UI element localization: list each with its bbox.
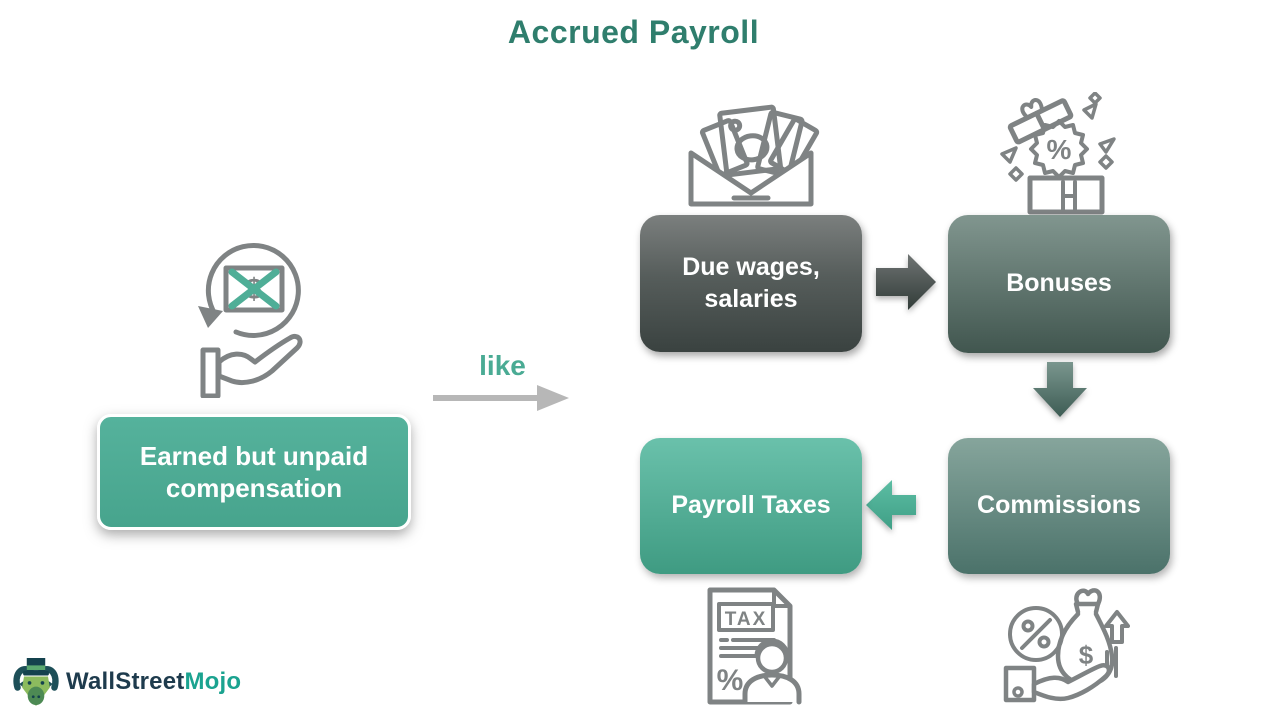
- percent-glyph: %: [1047, 134, 1072, 165]
- commissions-label: Commissions: [977, 491, 1141, 520]
- earned-unpaid-compensation-box: Earned but unpaid compensation: [97, 414, 411, 530]
- unpaid-money-hand-refresh-icon: $: [198, 243, 303, 398]
- gift-box-percent-icon: %: [1000, 92, 1116, 215]
- commissions-box: Commissions: [948, 438, 1170, 574]
- wallstreetmojo-logo: WallStreetMojo: [12, 654, 241, 710]
- payroll-taxes-box: Payroll Taxes: [640, 438, 862, 574]
- like-label: like: [479, 350, 526, 381]
- page-title: Accrued Payroll: [507, 14, 760, 50]
- moneybag-hand-growth-icon: $: [1003, 588, 1130, 703]
- percent-glyph: %: [717, 664, 744, 697]
- down-arrow-icon: [1033, 362, 1087, 417]
- bonuses-label: Bonuses: [1006, 269, 1112, 298]
- earned-unpaid-compensation-label: Earned but unpaid compensation: [139, 440, 369, 504]
- left-arrow-icon: [866, 480, 916, 530]
- right-arrow-icon: [876, 254, 936, 310]
- logo-text: WallStreetMojo: [66, 668, 241, 696]
- due-wages-salaries-box: Due wages, salaries: [640, 215, 862, 352]
- tax-document-person-icon: TAX %: [707, 587, 802, 705]
- like-arrow-icon: [433, 385, 569, 411]
- due-wages-salaries-label: Due wages, salaries: [682, 253, 820, 313]
- logo-wallstreet-text: WallStreet: [66, 668, 185, 695]
- payroll-taxes-label: Payroll Taxes: [671, 491, 831, 520]
- envelope-cash-icon: [688, 104, 820, 207]
- dollar-glyph: $: [1079, 640, 1094, 670]
- bull-mascot-icon: [13, 658, 59, 706]
- logo-mojo-text: Mojo: [184, 668, 242, 695]
- tax-glyph: TAX: [725, 609, 768, 630]
- bonuses-box: Bonuses: [948, 215, 1170, 353]
